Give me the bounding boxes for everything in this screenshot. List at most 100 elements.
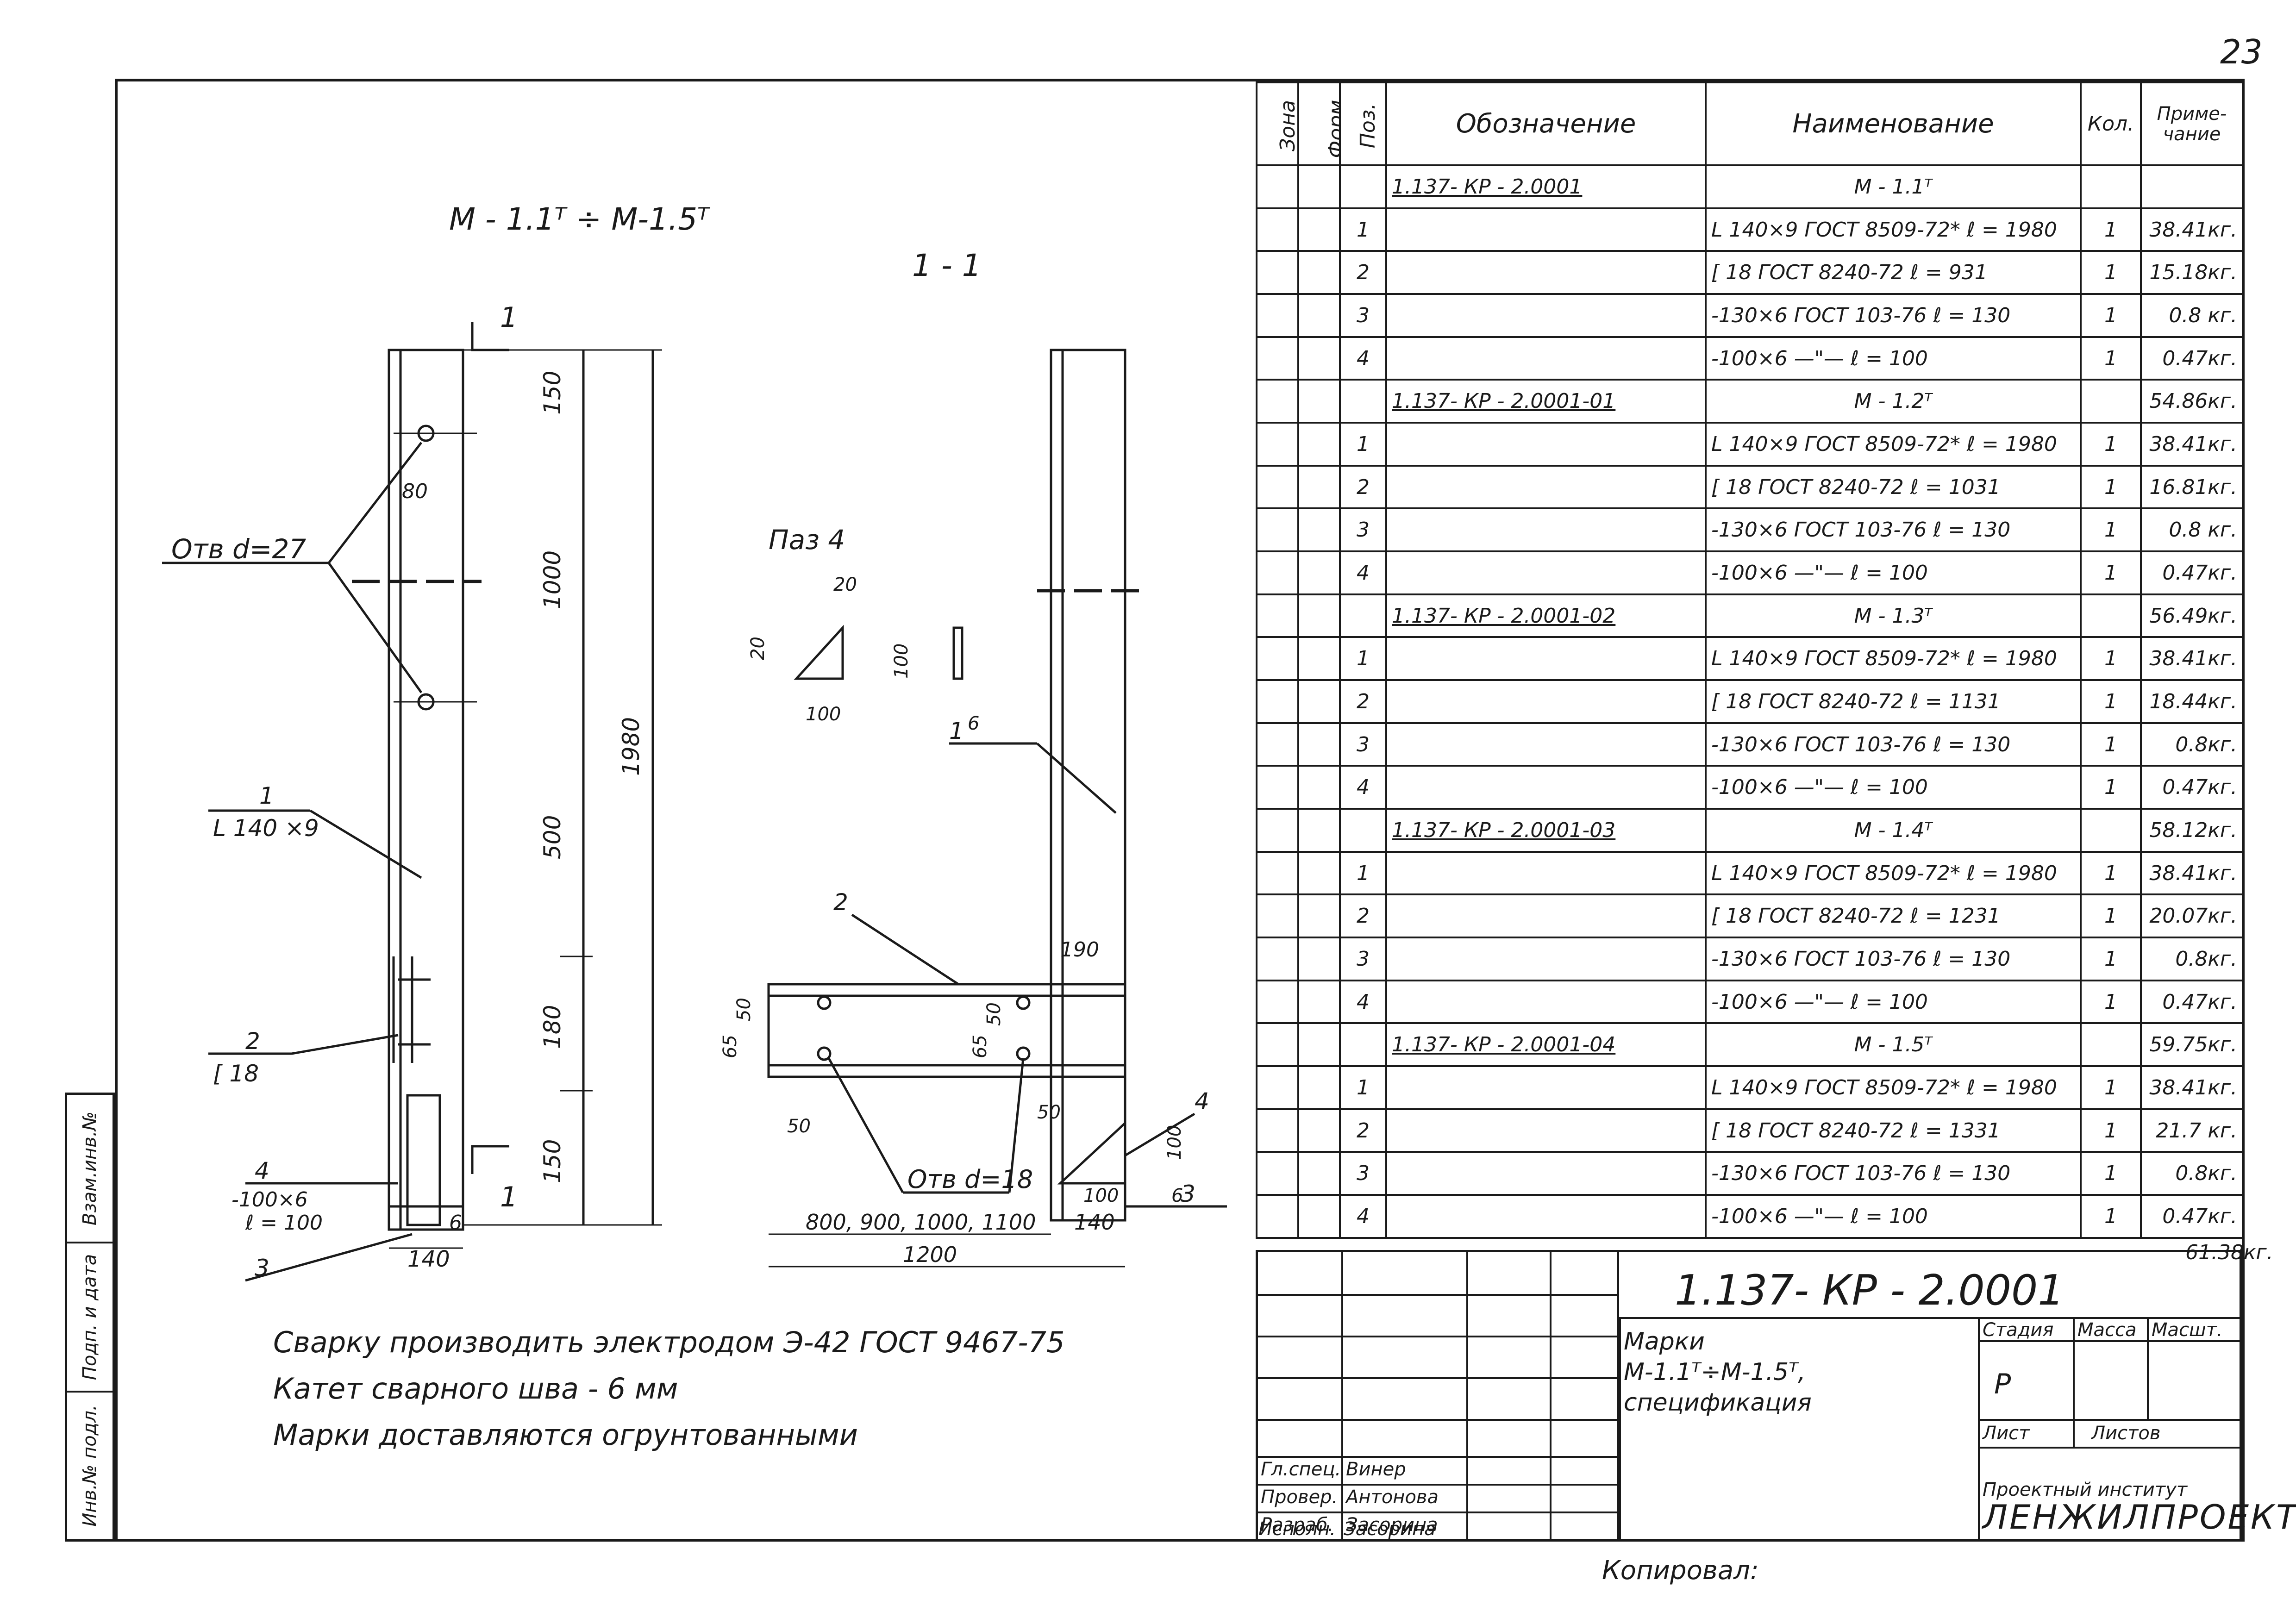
note-cell: 38.41кг.: [2140, 850, 2244, 896]
note-line: Сварку производить электродом Э-42 ГОСТ …: [273, 1325, 1065, 1359]
designation-cell: [1385, 722, 1707, 767]
note-cell: 18.44кг.: [2140, 679, 2244, 724]
svg-text:2: 2: [245, 1028, 260, 1055]
svg-text:100: 100: [891, 643, 912, 679]
mass-label: Масса: [2077, 1319, 2137, 1341]
name-cell: [ 18 ГОСТ 8240-72 ℓ = 1131: [1705, 679, 2082, 724]
svg-text:ℓ = 100: ℓ = 100: [245, 1211, 323, 1235]
pos-cell: [1339, 379, 1387, 424]
svg-text:50: 50: [733, 998, 755, 1021]
pos-cell: [1339, 164, 1387, 209]
name-cell: -100×6 —"— ℓ = 100: [1705, 550, 2082, 595]
zone-cell: [1256, 1194, 1299, 1239]
zone-cell: [1256, 593, 1299, 638]
zone-cell: [1256, 1022, 1299, 1068]
note-cell: 0.8кг.: [2140, 722, 2244, 767]
svg-text:20: 20: [747, 637, 769, 660]
qty-cell: 1: [2080, 1194, 2142, 1239]
dim-1980: 1980: [618, 717, 644, 776]
designation-cell: 1.137- КР - 2.0001: [1385, 164, 1707, 209]
name-cell: -130×6 ГОСТ 103-76 ℓ = 130: [1705, 293, 2082, 338]
name-cell: М - 1.2ᵀ: [1705, 379, 2082, 424]
note-cell: 0.8 кг.: [2140, 293, 2244, 338]
dim-6: 6: [449, 1211, 462, 1235]
side-strip: Взам.инв.№ Подп. и дата Инв.№ подл.: [65, 1093, 115, 1542]
format-cell: [1297, 679, 1341, 724]
plate-pos4-detail: [794, 625, 844, 680]
pos-cell: 4: [1339, 336, 1387, 381]
zone-cell: [1256, 850, 1299, 896]
name-cell: L 140×9 ГОСТ 8509-72* ℓ = 1980: [1705, 850, 2082, 896]
qty-cell: 1: [2080, 1065, 2142, 1110]
format-cell: [1297, 893, 1341, 939]
zone-cell: [1256, 464, 1299, 510]
pos-cell: 2: [1339, 679, 1387, 724]
signer-role: Провер.: [1261, 1487, 1338, 1508]
specification-table: Зона Форм. Поз. Обозначение Наименование…: [1256, 81, 2244, 1239]
name-cell: М - 1.4ᵀ: [1705, 808, 2082, 853]
format-cell: [1297, 164, 1341, 209]
hole-label-18: Отв d=18: [907, 1165, 1033, 1194]
copied-by-label: Копировал:: [1602, 1555, 1759, 1586]
note-cell: 0.47кг.: [2140, 765, 2244, 810]
document-title: Марки М-1.1ᵀ÷М-1.5ᵀ, спецификация: [1624, 1328, 1812, 1417]
svg-text:1: 1: [500, 301, 518, 334]
zone-cell: [1256, 1151, 1299, 1196]
name-cell: [ 18 ГОСТ 8240-72 ℓ = 931: [1705, 250, 2082, 295]
name-cell: L 140×9 ГОСТ 8509-72* ℓ = 1980: [1705, 636, 2082, 681]
zone-cell: [1256, 1065, 1299, 1110]
format-cell: [1297, 507, 1341, 553]
svg-text:6: 6: [968, 713, 979, 734]
title-block: Гл.спец.Винер Провер.Антонова Разраб.Зас…: [1256, 1250, 2296, 1542]
name-cell: -100×6 —"— ℓ = 100: [1705, 336, 2082, 381]
pos-cell: 4: [1339, 550, 1387, 595]
zone-cell: [1256, 1108, 1299, 1153]
organization-line: Проектный институт: [1983, 1479, 2188, 1500]
dim-140: 140: [407, 1246, 450, 1272]
pos-cell: [1339, 593, 1387, 638]
svg-text:65: 65: [719, 1035, 741, 1058]
note-cell: 0.8кг.: [2140, 1151, 2244, 1196]
col-zone: Зона: [1256, 81, 1299, 166]
signer-role: Гл.спец.: [1261, 1459, 1341, 1480]
drawing-title: М - 1.1ᵀ ÷ М-1.5ᵀ: [449, 201, 711, 237]
qty-cell: 1: [2080, 765, 2142, 810]
pos-cell: 1: [1339, 422, 1387, 467]
designation-cell: 1.137- КР - 2.0001-01: [1385, 379, 1707, 424]
designation-cell: [1385, 893, 1707, 939]
note-line: Марки доставляются огрунтованными: [273, 1418, 858, 1452]
name-cell: М - 1.5ᵀ: [1705, 1022, 2082, 1068]
zone-cell: [1256, 379, 1299, 424]
note-cell: 0.47кг.: [2140, 979, 2244, 1024]
designation-cell: [1385, 464, 1707, 510]
pos-cell: 2: [1339, 1108, 1387, 1153]
col-note: Приме-чание: [2140, 81, 2244, 166]
svg-text:[ 18: [ 18: [213, 1060, 259, 1087]
designation-cell: [1385, 979, 1707, 1024]
format-cell: [1297, 1194, 1341, 1239]
format-cell: [1297, 850, 1341, 896]
name-cell: -130×6 ГОСТ 103-76 ℓ = 130: [1705, 507, 2082, 553]
total-mass: 61.38кг.: [2185, 1241, 2273, 1264]
designation-cell: [1385, 636, 1707, 681]
signer-name: Антонова: [1346, 1487, 1439, 1508]
name-cell: М - 1.1ᵀ: [1705, 164, 2082, 209]
note-line: Катет сварного шва - 6 мм: [273, 1372, 678, 1405]
qty-cell: [2080, 593, 2142, 638]
format-cell: [1297, 979, 1341, 1024]
qty-cell: 1: [2080, 507, 2142, 553]
name-cell: -130×6 ГОСТ 103-76 ℓ = 130: [1705, 1151, 2082, 1196]
sheet-label: Лист: [1983, 1423, 2030, 1444]
technical-drawing: М - 1.1ᵀ ÷ М-1.5ᵀ 1 - 1 1 1 150 1000 198…: [162, 201, 1227, 1282]
pos-cell: 3: [1339, 1151, 1387, 1196]
qty-cell: 1: [2080, 1151, 2142, 1196]
